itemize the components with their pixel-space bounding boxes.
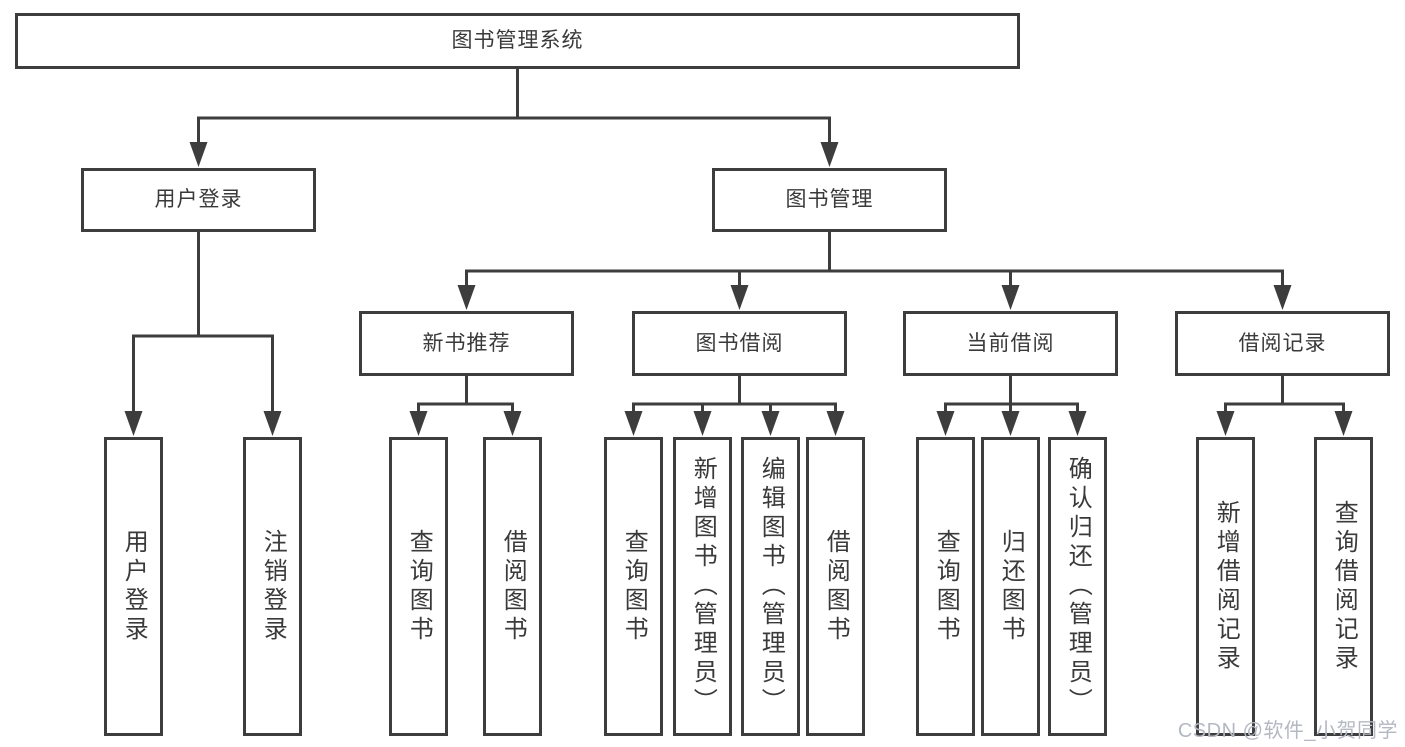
node-root: 图书管理系统 bbox=[15, 13, 1020, 69]
node-leaf-query-books-recommend: 查询图书 bbox=[389, 437, 448, 736]
node-leaf-borrow-books-recommend: 借阅图书 bbox=[483, 437, 542, 736]
node-label: 用户登录 bbox=[120, 528, 148, 645]
node-leaf-query-borrow-record: 查询借阅记录 bbox=[1314, 437, 1373, 736]
node-label: 查询借阅记录 bbox=[1330, 499, 1358, 674]
node-label: 新增借阅记录 bbox=[1212, 499, 1240, 674]
node-leaf-query-books-current: 查询图书 bbox=[916, 437, 975, 736]
node-book-borrowing: 图书借阅 bbox=[632, 311, 847, 376]
node-label: 注销登录 bbox=[259, 528, 287, 645]
node-new-book-recommend: 新书推荐 bbox=[359, 311, 574, 376]
node-label: 借阅图书 bbox=[822, 528, 850, 645]
node-label: 归还图书 bbox=[997, 528, 1025, 645]
csdn-watermark: CSDN @软件_小贺同学 bbox=[1177, 720, 1398, 742]
node-label: 新增图书（管理员） bbox=[689, 456, 717, 717]
node-label: 借阅图书 bbox=[499, 528, 527, 645]
node-leaf-logout: 注销登录 bbox=[243, 437, 302, 736]
node-label: 查询图书 bbox=[620, 528, 648, 645]
node-leaf-user-login: 用户登录 bbox=[104, 437, 163, 736]
node-label: 查询图书 bbox=[932, 528, 960, 645]
node-leaf-edit-books-admin: 编辑图书（管理员） bbox=[741, 437, 800, 736]
node-borrowing-records: 借阅记录 bbox=[1175, 311, 1390, 376]
node-leaf-borrow-books: 借阅图书 bbox=[806, 437, 865, 736]
node-leaf-return-books: 归还图书 bbox=[981, 437, 1040, 736]
node-label: 查询图书 bbox=[405, 528, 433, 645]
node-leaf-add-borrow-record: 新增借阅记录 bbox=[1196, 437, 1255, 736]
node-leaf-confirm-return-admin: 确认归还（管理员） bbox=[1048, 437, 1107, 736]
node-leaf-add-books-admin: 新增图书（管理员） bbox=[673, 437, 732, 736]
node-current-borrowing: 当前借阅 bbox=[903, 311, 1118, 376]
node-label: 确认归还（管理员） bbox=[1064, 456, 1092, 717]
node-label: 编辑图书（管理员） bbox=[757, 456, 785, 717]
node-leaf-query-books-borrowing: 查询图书 bbox=[604, 437, 663, 736]
node-user-login: 用户登录 bbox=[81, 168, 316, 232]
node-book-management: 图书管理 bbox=[712, 168, 947, 232]
